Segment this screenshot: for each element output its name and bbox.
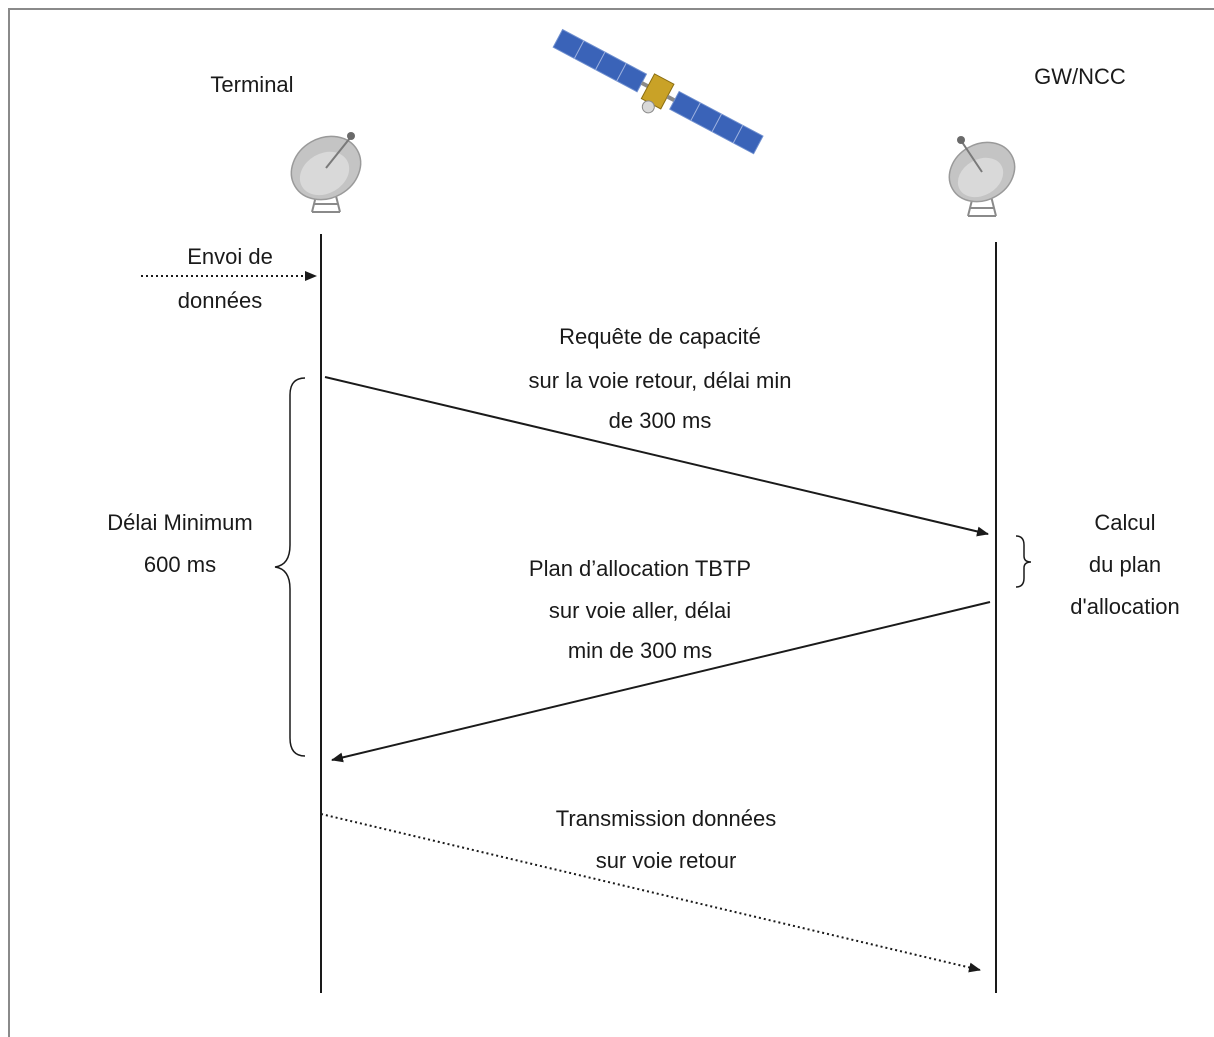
terminal-dish-icon xyxy=(290,132,362,213)
plan-calc-brace xyxy=(1015,535,1032,588)
min-delay-brace xyxy=(274,377,306,757)
satellite-icon xyxy=(552,28,764,155)
diagram-frame xyxy=(8,8,1214,1037)
capacity-request-arrow xyxy=(324,376,989,537)
gateway-label: GW/NCC xyxy=(1034,64,1126,89)
gateway-dish-icon xyxy=(948,136,1016,217)
terminal-label: Terminal xyxy=(210,72,294,97)
allocation-plan-arrow xyxy=(331,601,991,763)
